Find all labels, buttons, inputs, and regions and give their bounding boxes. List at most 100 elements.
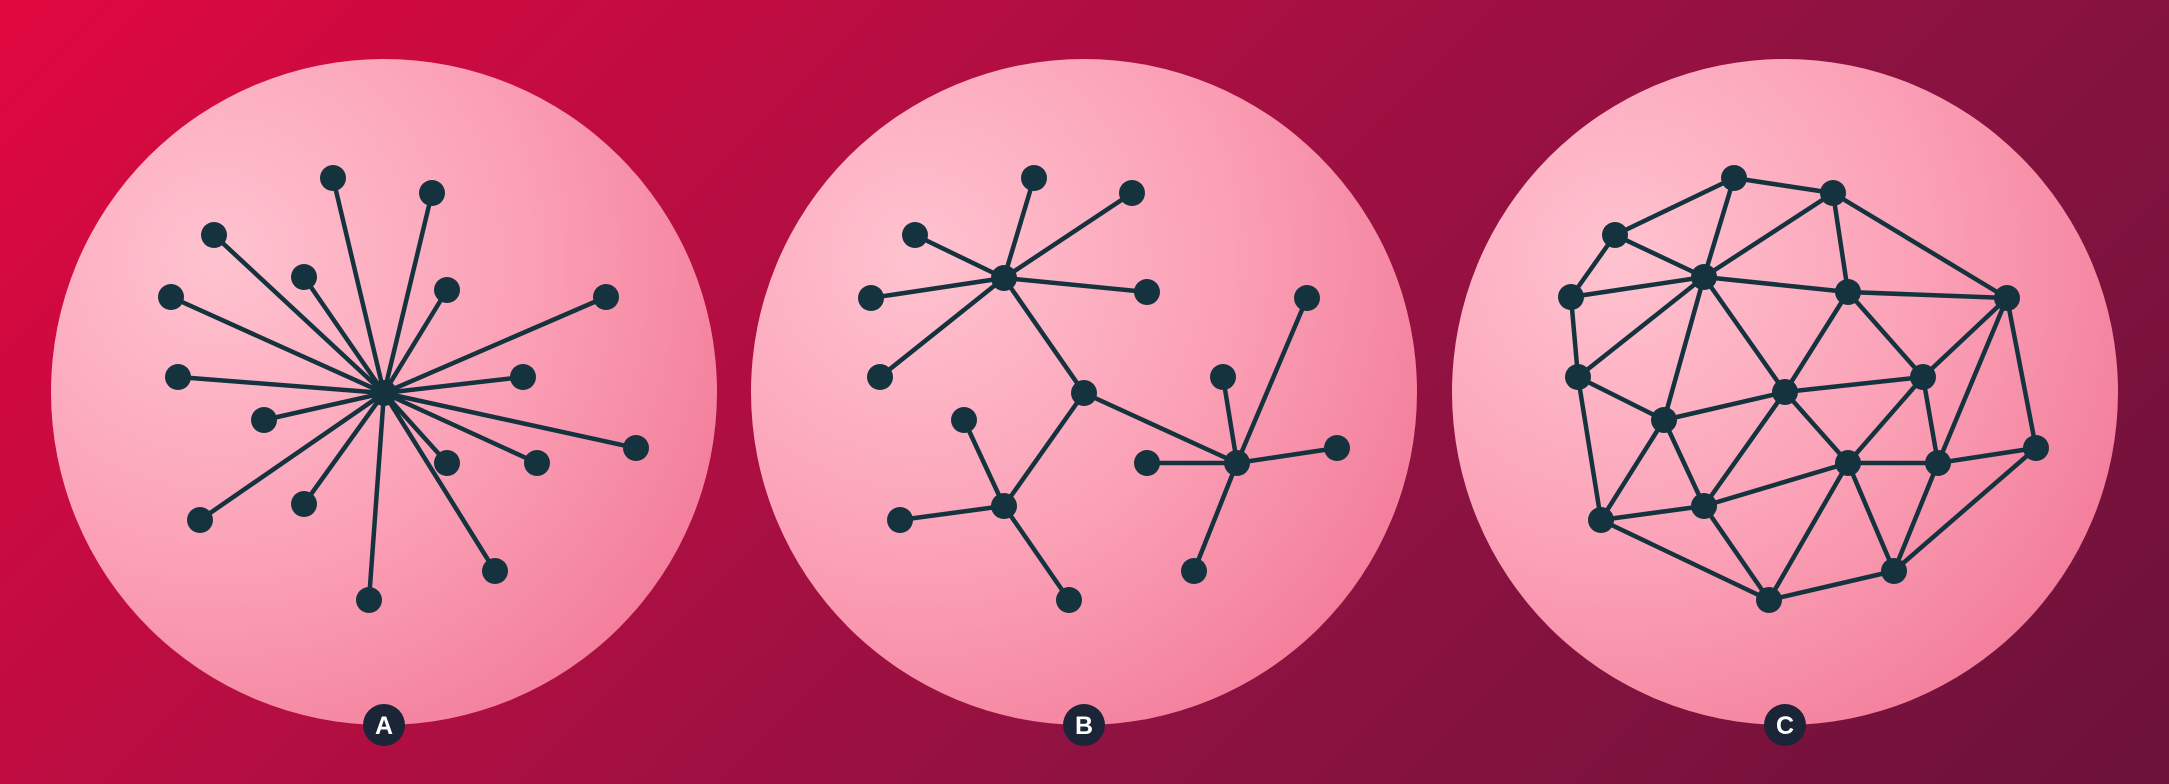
- edge-c-13: [1701, 274, 1788, 395]
- edge-c-20: [1575, 374, 1667, 423]
- node-b-1: [1071, 380, 1097, 406]
- edge-c-8: [1701, 274, 1851, 295]
- node-b-8: [858, 285, 884, 311]
- edge-b-0: [1001, 175, 1037, 281]
- node-c-15: [1691, 493, 1717, 519]
- node-c-10: [1651, 407, 1677, 433]
- node-b-17: [1181, 558, 1207, 584]
- edge-c-15: [1782, 289, 1851, 395]
- edge-c-9: [1568, 274, 1707, 300]
- node-c-7: [1565, 364, 1591, 390]
- node-a-0: [371, 380, 397, 406]
- edge-b-12: [1234, 295, 1310, 466]
- node-a-13: [524, 450, 550, 476]
- edge-c-31: [1701, 460, 1851, 509]
- node-a-14: [187, 507, 213, 533]
- badge-c: C: [1764, 704, 1806, 746]
- edge-a-9: [261, 390, 387, 423]
- edge-b-11: [1001, 503, 1072, 603]
- edge-c-16: [1845, 289, 1926, 380]
- node-a-6: [158, 284, 184, 310]
- edge-b-14: [1234, 445, 1340, 466]
- edge-b-16: [1191, 460, 1240, 574]
- edge-b-2: [912, 232, 1007, 281]
- node-a-16: [482, 558, 508, 584]
- edge-a-1: [381, 190, 435, 396]
- edge-c-34: [1935, 445, 2039, 466]
- edge-c-40: [1766, 568, 1897, 603]
- edge-b-7: [1001, 390, 1087, 509]
- edge-a-10: [381, 390, 450, 466]
- edge-a-3: [301, 274, 387, 396]
- node-a-10: [251, 407, 277, 433]
- edge-c-18: [1935, 295, 2010, 466]
- node-c-16: [1881, 558, 1907, 584]
- edge-c-21: [1575, 374, 1604, 523]
- edge-c-37: [1598, 503, 1707, 523]
- edges-c: [1568, 175, 2039, 603]
- edge-c-5: [1830, 190, 2010, 301]
- edge-c-4: [1830, 190, 1851, 295]
- panel-b: B: [751, 59, 1417, 746]
- node-c-9: [1772, 379, 1798, 405]
- node-c-8: [1910, 364, 1936, 390]
- edge-c-28: [1598, 417, 1667, 523]
- edge-c-38: [1598, 517, 1772, 603]
- node-a-8: [165, 364, 191, 390]
- edge-b-4: [868, 275, 1007, 301]
- node-c-2: [1602, 222, 1628, 248]
- edge-a-8: [381, 374, 526, 396]
- node-c-3: [1691, 264, 1717, 290]
- node-c-17: [1756, 587, 1782, 613]
- edges-a: [168, 175, 639, 603]
- edge-a-16: [366, 390, 387, 603]
- badge-b-label: B: [1075, 712, 1093, 740]
- edge-c-10: [1845, 289, 2010, 301]
- edge-a-5: [168, 294, 387, 396]
- panel-a: A: [51, 59, 717, 746]
- edge-a-2: [211, 232, 387, 396]
- badge-c-circle: [1764, 704, 1806, 746]
- node-c-4: [1835, 279, 1861, 305]
- edge-a-13: [197, 390, 387, 523]
- edge-c-19: [2004, 295, 2039, 451]
- edge-a-7: [175, 374, 387, 396]
- node-a-5: [434, 277, 460, 303]
- edge-a-12: [381, 390, 540, 466]
- edge-c-14: [1661, 274, 1707, 423]
- edge-c-0: [1731, 175, 1836, 196]
- edge-c-26: [1782, 389, 1851, 466]
- edge-c-36: [1891, 445, 2039, 574]
- edge-c-33: [1766, 460, 1851, 603]
- node-a-2: [419, 180, 445, 206]
- edge-c-35: [1891, 460, 1941, 574]
- edge-c-12: [1568, 294, 1581, 380]
- node-a-7: [593, 284, 619, 310]
- node-b-7: [1134, 279, 1160, 305]
- node-a-3: [201, 222, 227, 248]
- edge-b-10: [897, 503, 1007, 523]
- node-c-5: [1994, 285, 2020, 311]
- edges-b: [868, 175, 1340, 603]
- node-b-14: [951, 407, 977, 433]
- node-c-11: [1835, 450, 1861, 476]
- nodes-c: [1558, 165, 2049, 613]
- edge-b-1: [1001, 190, 1135, 281]
- edge-a-0: [330, 175, 387, 396]
- edge-c-25: [1661, 389, 1788, 423]
- edge-c-27: [1701, 389, 1788, 509]
- edge-a-4: [381, 287, 450, 396]
- node-c-12: [1925, 450, 1951, 476]
- edge-c-39: [1701, 503, 1772, 603]
- edge-b-8: [1081, 390, 1240, 466]
- node-c-13: [2023, 435, 2049, 461]
- edge-c-1: [1612, 175, 1737, 238]
- node-a-4: [291, 264, 317, 290]
- node-b-0: [991, 265, 1017, 291]
- node-b-2: [991, 493, 1017, 519]
- badge-a: A: [363, 704, 405, 746]
- badge-c-label: C: [1776, 712, 1794, 740]
- badge-a-circle: [363, 704, 405, 746]
- edge-a-6: [381, 294, 609, 396]
